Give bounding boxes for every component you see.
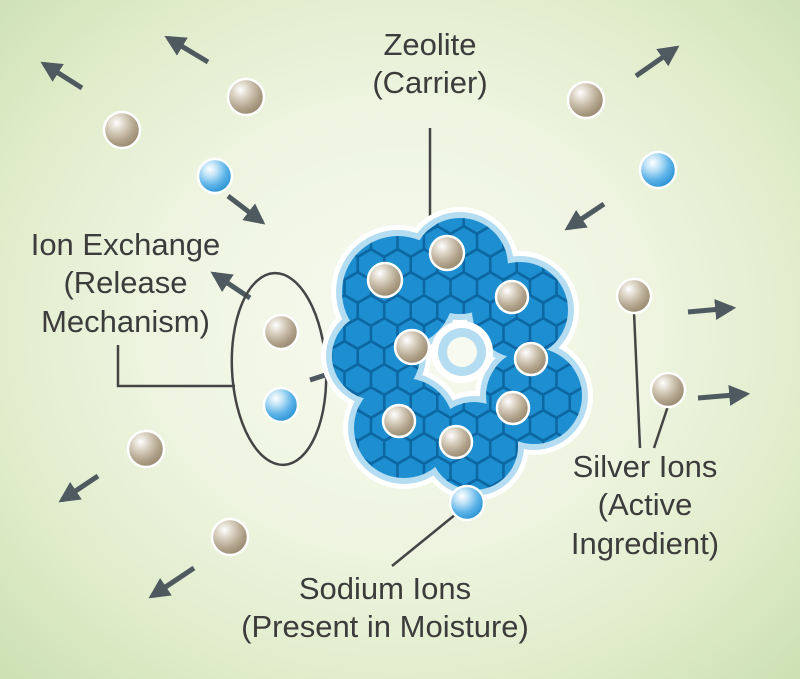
silver-ion [495,390,531,426]
ion-exchange-label-line3: Mechanism) [41,303,210,339]
silver-ion [126,429,166,469]
ion-exchange-label: Ion Exchange (Release Mechanism) [8,226,243,341]
silver-ion [428,234,466,272]
zeolite-label-line2: (Carrier) [372,65,488,101]
sodium-ion [196,157,234,195]
silver-ion [381,403,417,439]
sodium-leader-line [391,513,457,567]
silver-ions-label-line3: Ingredient) [570,525,720,561]
outward-arrow [634,45,680,79]
outward-arrow [58,473,100,503]
silver-ion [393,328,431,366]
silver-ions-label-line2: (Active [597,487,693,523]
leader-lines [116,128,670,567]
silver-leader-line-1 [632,311,642,449]
outward-arrow [40,61,84,91]
silver-ion [615,277,653,315]
silver-ion [438,424,474,460]
silver-ion [649,371,687,409]
embedded-silver-ions [366,234,549,460]
silver-ion [566,80,606,120]
sodium-ion [448,484,486,522]
release-arrow [210,271,252,301]
inward-arrow [226,194,266,225]
zeolite-label: Zeolite (Carrier) [330,26,530,103]
zeolite-structure [321,207,593,501]
outward-arrow [697,384,751,406]
silver-ion [226,77,266,117]
silver-ion [210,517,250,557]
silver-ion [262,313,300,351]
silver-ion [102,110,142,150]
silver-ion [366,261,404,299]
silver-leader-line-2 [652,405,670,449]
sodium-ion [262,386,300,424]
ion-exchange-leader-line [116,345,235,388]
sodium-ions [196,150,678,522]
outward-arrow [164,35,210,65]
zeolite-label-line1: Zeolite [383,27,477,62]
sodium-ions-label-line2: (Present in Moisture) [241,609,529,645]
zeolite-cavity [431,321,493,383]
silver-ion [494,279,530,315]
silver-ions-label-line1: Silver Ions [572,449,718,484]
outward-arrow [687,299,737,320]
silver-ion [513,341,549,377]
ion-exchange-label-line1: Ion Exchange [30,227,221,262]
sodium-ion [638,150,678,190]
silver-ions-label: Silver Ions (Active Ingredient) [545,448,745,563]
outward-arrow [148,565,196,599]
inward-arrow [564,201,606,231]
free-silver-ions [102,77,687,557]
ion-exchange-label-line2: (Release [63,265,188,301]
sodium-ions-label: Sodium Ions (Present in Moisture) [185,570,585,647]
sodium-ions-label-line1: Sodium Ions [298,571,472,606]
